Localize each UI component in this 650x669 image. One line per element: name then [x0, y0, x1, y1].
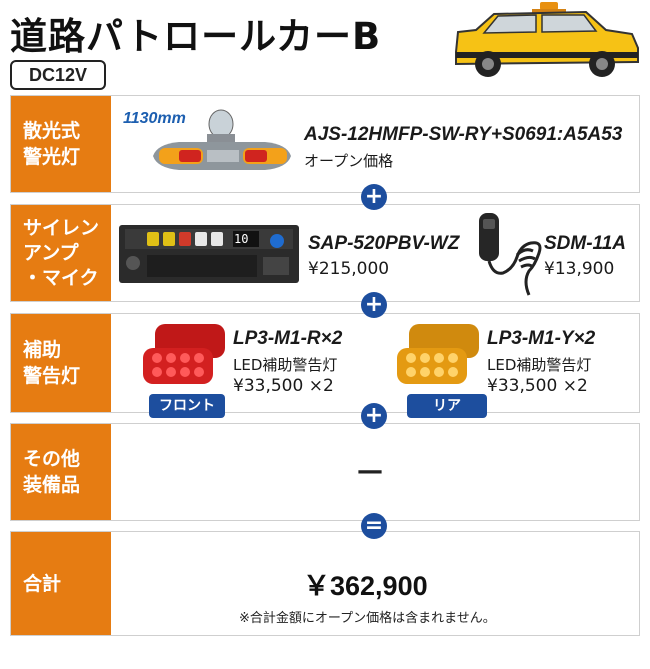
row-other-equipment: その他 装備品 —: [10, 423, 640, 521]
rear-tag: リア: [407, 394, 487, 418]
page-title: 道路パトロールカーB: [10, 15, 382, 58]
beacon-model: AJS-12HMFP-SW-RY+S0691:A5A53: [304, 124, 623, 145]
mic-price: ¥13,900: [544, 259, 615, 279]
row-aux-lights: 補助 警告灯 フロント LP3-M1-R×2 LED補助警告灯 ¥33,500 …: [10, 313, 640, 418]
rear-price: ¥33,500 ×2: [487, 376, 588, 396]
amp-display: 10: [234, 232, 249, 246]
voltage-badge: DC12V: [10, 60, 106, 90]
category-label: 散光式 警光灯: [11, 96, 111, 192]
front-model: LP3-M1-R×2: [233, 328, 343, 349]
rear-model: LP3-M1-Y×2: [487, 328, 596, 349]
category-label: 合計: [11, 532, 111, 635]
equals-icon: =: [361, 513, 387, 539]
row-beacon: 散光式 警光灯 1130mm AJS-12HMFP-SW-RY+S0691:A5…: [10, 95, 640, 193]
plus-icon: +: [361, 403, 387, 429]
mic-model: SDM-11A: [544, 233, 626, 254]
red-light-image: [143, 324, 225, 384]
total-note: ※合計金額にオープン価格は含まれません。: [239, 611, 496, 626]
rear-desc: LED補助警告灯: [487, 356, 592, 374]
front-tag: フロント: [149, 394, 225, 418]
plus-icon: +: [361, 184, 387, 210]
patrol-car-icon: [455, 2, 639, 77]
category-label: サイレン アンプ ・マイク: [11, 205, 111, 301]
front-price: ¥33,500 ×2: [233, 376, 334, 396]
microphone-image: [479, 213, 542, 296]
category-label: 補助 警告灯: [11, 314, 111, 412]
siren-amp-image: [119, 225, 299, 283]
amber-light-image: [397, 324, 479, 384]
row-total: 合計 ￥362,900 ※合計金額にオープン価格は含まれません。: [10, 531, 640, 636]
front-desc: LED補助警告灯: [233, 356, 338, 374]
row-siren: サイレン アンプ ・マイク 10 SAP-520PBV-WZ ¥215,000 …: [10, 204, 640, 302]
category-label: その他 装備品: [11, 424, 111, 520]
plus-icon: +: [361, 292, 387, 318]
total-price: ￥362,900: [303, 571, 428, 601]
empty-value: —: [357, 456, 383, 486]
lightbar-image: [153, 109, 291, 170]
beacon-price: オープン価格: [304, 152, 394, 170]
amp-model: SAP-520PBV-WZ: [308, 233, 460, 254]
dimension-label: 1130mm: [123, 110, 186, 127]
amp-price: ¥215,000: [308, 259, 390, 279]
